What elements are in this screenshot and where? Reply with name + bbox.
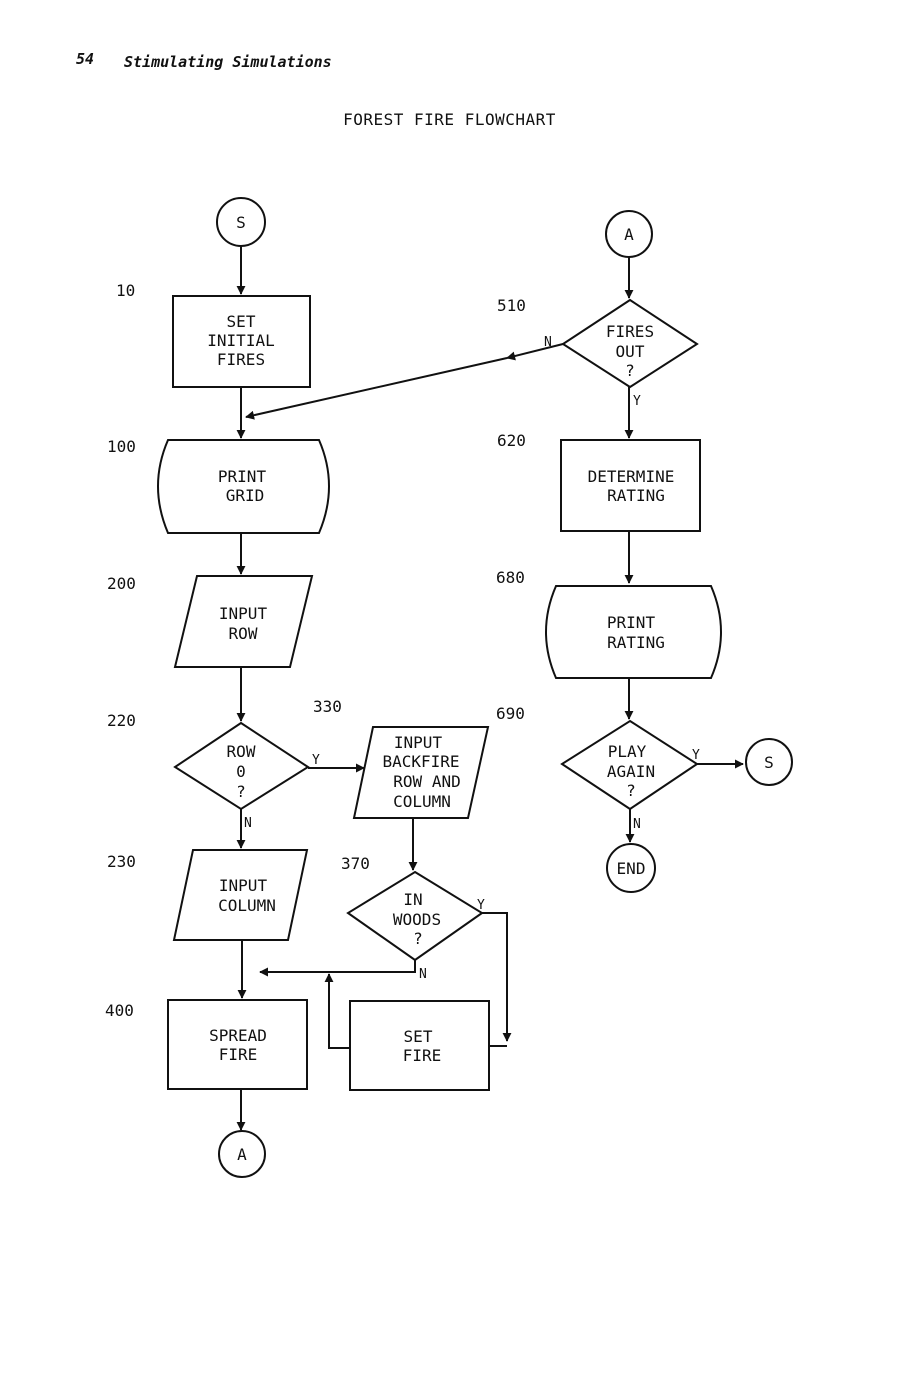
start-connector-label: S [236,213,246,232]
set-initial-fires-box: SET INITIAL FIRES [172,295,311,388]
input-backfire-line-3: ROW AND [393,772,460,791]
arrow-fires-out-no-to-print-grid [245,357,508,420]
row-zero-no-label: N [244,816,252,831]
end-connector-label: END [617,859,646,878]
in-woods-line-2: WOODS [393,910,441,929]
line-number-200: 200 [107,574,136,593]
a-connector-top: A [605,210,653,258]
page-number: 54 [76,50,95,68]
flow-lines [236,246,744,1131]
start-connector: S [216,197,266,247]
set-initial-fires-line-2: INITIAL [207,331,274,350]
s-connector-right-label: S [764,753,774,772]
running-title: Stimulating Simulations [124,53,332,71]
arrow-in-woods-yes-to-set-fire [482,912,512,1042]
line-number-100: 100 [107,437,136,456]
in-woods-no-label: N [419,967,427,982]
line-number-330: 330 [313,697,342,716]
input-column-box: INPUT COLUMN [172,849,309,941]
s-connector-right: S [745,738,793,786]
line-number-370: 370 [341,854,370,873]
input-backfire-box: INPUT BACKFIRE ROW AND COLUMN [352,726,490,819]
line-numbers: 10 100 200 220 230 330 370 400 510 620 6… [105,281,526,1020]
in-woods-line-3: ? [413,929,423,948]
row-zero-line-1: ROW [227,742,256,761]
input-row-line-2: ROW [229,624,258,643]
fires-out-no-label: N [544,335,552,350]
line-number-680: 680 [496,568,525,587]
play-again-line-2: AGAIN [607,762,655,781]
input-row-box: INPUT ROW [173,575,314,668]
play-again-line-3: ? [626,781,636,800]
fires-out-line-2: OUT [616,342,645,361]
print-grid-line-1: PRINT [218,467,267,486]
input-backfire-line-2: BACKFIRE [382,752,459,771]
fires-out-yes-label: Y [633,394,641,409]
fires-out-decision: FIRES OUT ? [561,298,699,389]
spread-fire-box: SPREAD FIRE [167,999,308,1090]
set-initial-fires-line-1: SET [227,312,256,331]
play-again-line-1: PLAY [608,742,647,761]
line-number-220: 220 [107,711,136,730]
row-zero-line-3: ? [236,782,246,801]
flowchart-title: FOREST FIRE FLOWCHART [343,110,556,129]
determine-rating-box: DETERMINE RATING [560,439,701,532]
arrow-fires-out-no-tail [506,343,564,361]
row-zero-line-2: 0 [236,762,246,781]
play-again-decision: PLAY AGAIN ? [560,719,699,811]
spread-fire-line-1: SPREAD [209,1026,267,1045]
set-initial-fires-line-3: FIRES [217,350,265,369]
set-fire-line-2: FIRE [403,1046,442,1065]
input-backfire-line-4: COLUMN [393,792,451,811]
set-fire-line-1: SET [404,1027,433,1046]
print-grid-box: PRINT GRID [157,439,330,534]
row-zero-decision: ROW 0 ? [173,721,310,811]
determine-rating-line-1: DETERMINE [588,467,675,486]
line-number-620: 620 [497,431,526,450]
print-grid-line-2: GRID [226,486,265,505]
line-number-400: 400 [105,1001,134,1020]
play-again-no-label: N [633,817,641,832]
line-number-10: 10 [116,281,135,300]
spread-fire-line-2: FIRE [219,1045,258,1064]
print-rating-box: PRINT RATING [545,585,722,679]
a-connector-top-label: A [624,225,634,244]
input-row-line-1: INPUT [219,604,268,623]
line-number-230: 230 [107,852,136,871]
arrow-in-woods-no-to-spread-fire [259,960,416,977]
in-woods-decision: IN WOODS ? [346,870,484,962]
set-fire-box: SET FIRE [349,1000,490,1091]
input-backfire-line-1: INPUT [394,733,443,752]
a-connector-bottom: A [218,1130,266,1178]
arrow-set-fire-to-spread-fire [324,973,350,1049]
in-woods-line-1: IN [403,890,422,909]
row-zero-yes-label: Y [312,753,320,768]
a-connector-bottom-label: A [237,1145,247,1164]
input-column-line-2: COLUMN [218,896,276,915]
fires-out-line-3: ? [625,361,635,380]
end-connector: END [606,843,656,893]
input-column-line-1: INPUT [219,876,268,895]
determine-rating-line-2: RATING [607,486,665,505]
line-number-690: 690 [496,704,525,723]
print-rating-line-1: PRINT [607,613,656,632]
fires-out-line-1: FIRES [606,322,654,341]
in-woods-yes-label: Y [477,898,485,913]
play-again-yes-label: Y [692,748,700,763]
line-number-510: 510 [497,296,526,315]
print-rating-line-2: RATING [607,633,665,652]
